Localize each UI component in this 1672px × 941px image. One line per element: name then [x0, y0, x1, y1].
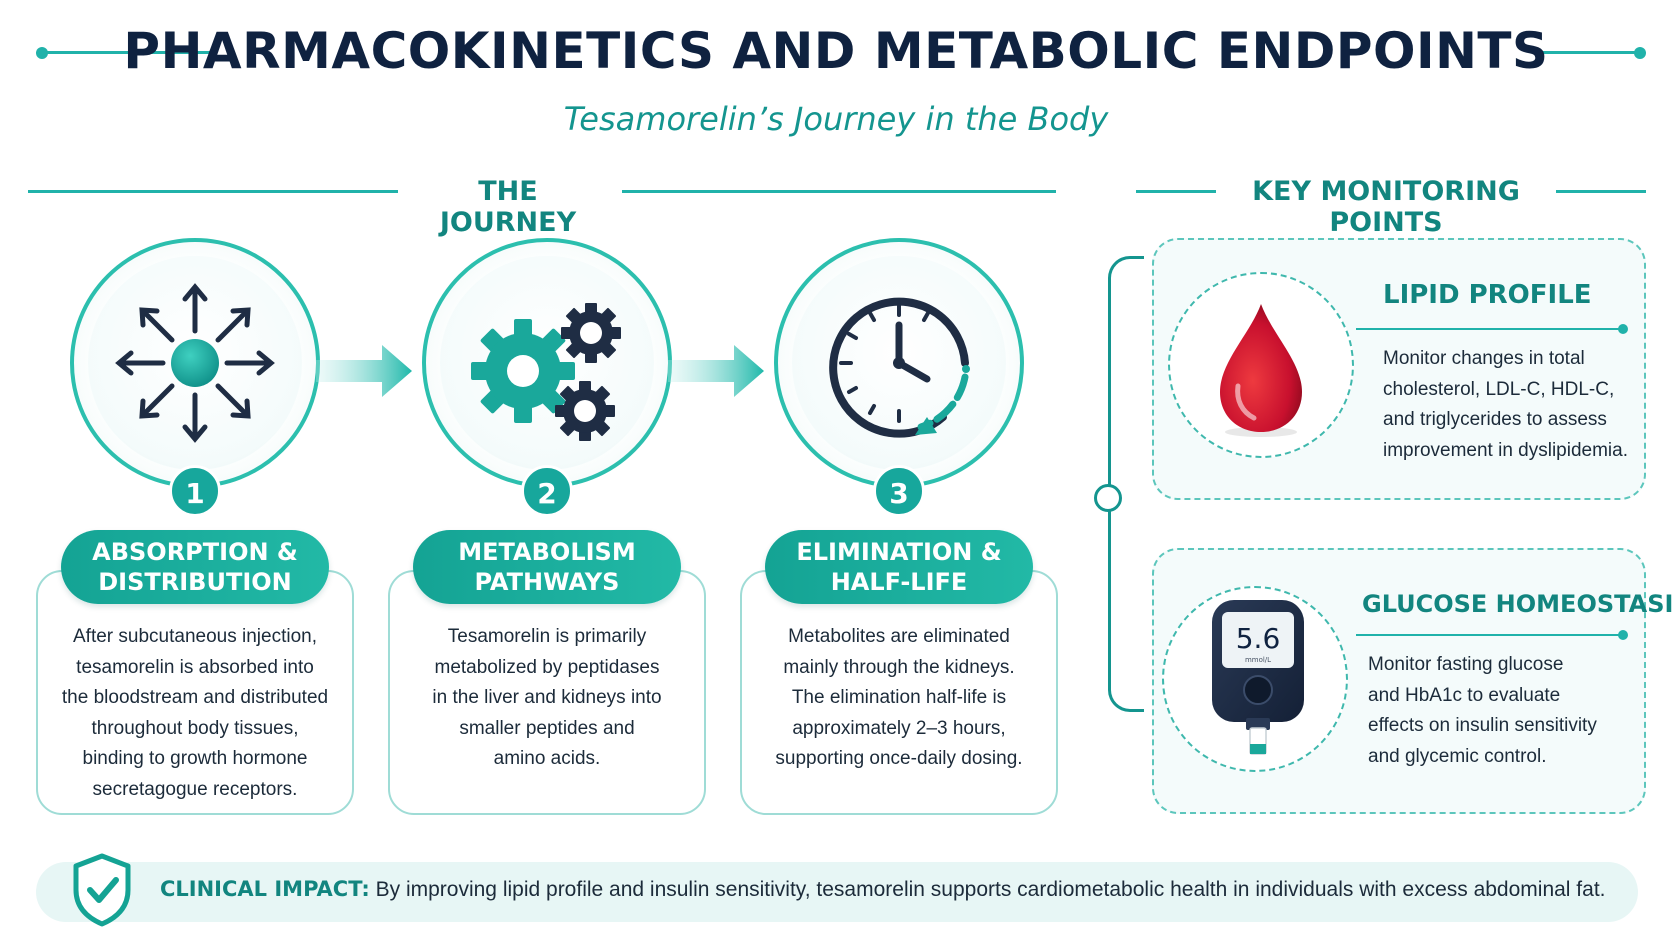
journey-heading: THE JOURNEY	[439, 176, 577, 238]
meter-unit: mmol/L	[1245, 656, 1271, 664]
glucose-icon-ring: 5.6 mmol/L	[1162, 586, 1348, 772]
title-line-left	[42, 51, 214, 54]
step-card-metabolism: Tesamorelin is primarily metabolized by …	[388, 570, 706, 815]
clock-icon	[829, 297, 970, 438]
step-title-metabolism: METABOLISM PATHWAYS	[413, 530, 681, 604]
lipid-profile-description: Monitor changes in total cholesterol, LD…	[1383, 348, 1628, 461]
lipid-icon-ring	[1168, 272, 1354, 458]
blood-drop-icon	[1220, 304, 1302, 437]
flow-arrow-icon	[668, 345, 764, 397]
page-title: PHARMACOKINETICS AND METABOLIC ENDPOINTS	[123, 22, 1549, 80]
glucose-title-rule-dot	[1618, 630, 1628, 640]
distribution-arrows-icon	[115, 283, 275, 443]
gears-icon	[471, 303, 621, 441]
flow-arrow-icon	[316, 345, 412, 397]
monitoring-heading-line-right	[1556, 190, 1646, 193]
glucose-meter-icon: 5.6 mmol/L	[1212, 600, 1304, 755]
glucose-homeostasis-description: Monitor fasting glucose and HbA1c to eva…	[1368, 654, 1597, 767]
step-description: Tesamorelin is primarily metabolized by …	[432, 626, 662, 769]
meter-reading: 5.6	[1236, 622, 1281, 655]
step-circle-metabolism	[422, 238, 672, 488]
journey-heading-line-right	[622, 190, 1056, 193]
title-line-right	[1535, 51, 1640, 54]
step-title-absorption: ABSORPTION & DISTRIBUTION	[61, 530, 329, 604]
monitoring-heading: KEY MONITORING POINTS	[1252, 176, 1520, 238]
lipid-profile-title: LIPID PROFILE	[1383, 280, 1592, 310]
clinical-impact-bar	[36, 862, 1638, 922]
step-card-absorption: After subcutaneous injection, tesamoreli…	[36, 570, 354, 815]
step-number-badge: 1	[169, 465, 221, 517]
monitoring-bracket-knob	[1094, 484, 1122, 512]
step-circle-absorption	[70, 238, 320, 488]
step-description: After subcutaneous injection, tesamoreli…	[61, 626, 329, 800]
step-number-badge: 3	[873, 465, 925, 517]
title-line-dot-right	[1634, 47, 1646, 59]
monitoring-heading-line-left	[1136, 190, 1216, 193]
page-subtitle: Tesamorelin’s Journey in the Body	[563, 100, 1109, 138]
step-circle-elimination	[774, 238, 1024, 488]
step-number-badge: 2	[521, 465, 573, 517]
glucose-homeostasis-title: GLUCOSE HOMEOSTASIS	[1362, 590, 1672, 618]
step-card-elimination: Metabolites are eliminated mainly throug…	[740, 570, 1058, 815]
clinical-impact-statement: CLINICAL IMPACT: By improving lipid prof…	[160, 877, 1606, 902]
lipid-title-rule	[1356, 328, 1624, 330]
step-description: Metabolites are eliminated mainly throug…	[775, 626, 1023, 769]
shield-check-icon	[73, 853, 131, 927]
monitoring-bracket	[1108, 256, 1144, 712]
clinical-impact-label: CLINICAL IMPACT:	[160, 877, 370, 901]
journey-heading-line-left	[28, 190, 398, 193]
clinical-impact-text: By improving lipid profile and insulin s…	[375, 878, 1606, 901]
step-title-elimination: ELIMINATION & HALF-LIFE	[765, 530, 1033, 604]
lipid-title-rule-dot	[1618, 324, 1628, 334]
glucose-title-rule	[1356, 634, 1624, 636]
